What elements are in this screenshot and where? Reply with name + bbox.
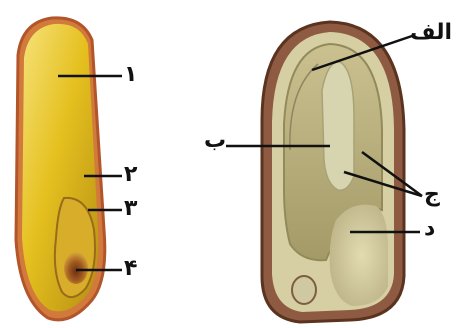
right-seed-plumule xyxy=(322,62,354,190)
label-be: ب xyxy=(204,130,226,152)
label-2: ۲ xyxy=(124,164,137,186)
label-alef: الف xyxy=(410,22,452,44)
label-jim: ج xyxy=(424,184,440,206)
left-seed-embryo-core xyxy=(64,252,88,284)
label-1: ۱ xyxy=(124,64,137,86)
right-seed-endosperm-region xyxy=(330,205,388,306)
right-seed-radicle xyxy=(292,276,316,304)
label-dal: د xyxy=(424,218,435,240)
label-3: ۳ xyxy=(124,198,137,220)
label-4: ۴ xyxy=(124,258,137,280)
